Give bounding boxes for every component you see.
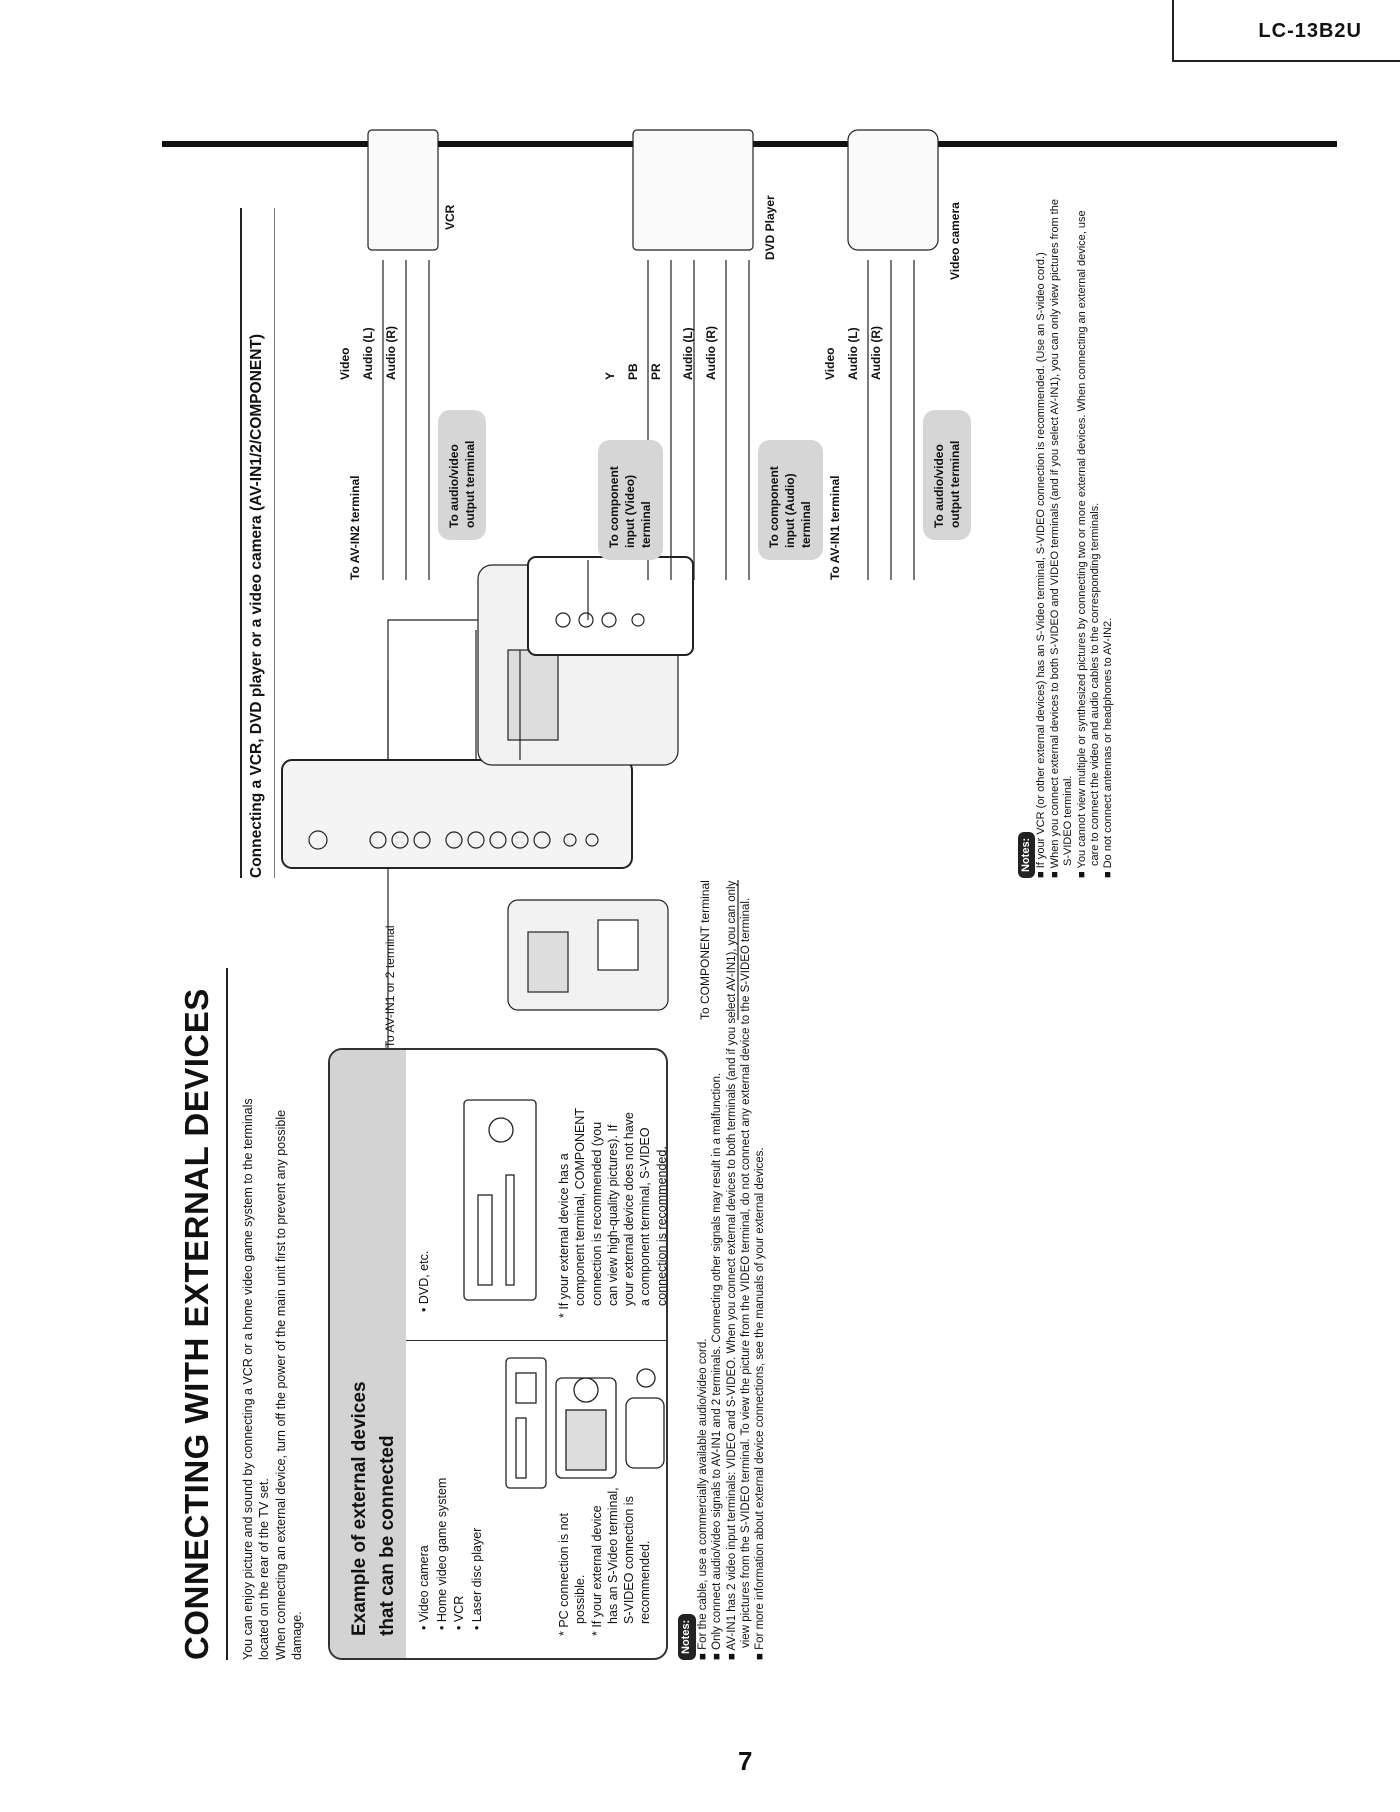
connection-diagram-right	[281, 129, 939, 869]
tv-connection-diagram-left	[387, 619, 739, 1048]
vcr-cables	[382, 260, 430, 580]
notes-badge: Notes:	[1018, 831, 1036, 878]
signal-label: PR	[649, 363, 663, 380]
rear-panel	[281, 759, 633, 869]
note-text: Do not connect antennas or headphones to…	[1102, 617, 1115, 869]
vcr-label: VCR	[443, 204, 457, 230]
note-item: ■ If your VCR (or other external devices…	[1035, 252, 1048, 878]
side-panel	[527, 556, 694, 656]
example-group-2: • DVD, etc. * If your external device ha…	[406, 1048, 668, 1340]
game-console-illustration	[625, 1368, 665, 1469]
signal-label: Video	[823, 347, 837, 380]
to-av-in1-caption: To AV-IN1 terminal	[828, 475, 842, 580]
to-av-in2-caption: To AV-IN2 terminal	[348, 475, 362, 580]
note-item: ■ Do not connect antennas or headphones …	[1102, 617, 1115, 878]
vcr-device	[367, 129, 439, 251]
tv-stand	[597, 919, 639, 971]
camera-cables	[867, 260, 915, 580]
signal-label: Audio (L)	[846, 327, 860, 380]
tv-back-panel	[507, 649, 559, 741]
note-text: You cannot view multiple or synthesized …	[1075, 210, 1102, 869]
note-item: ■ When you connect external devices to b…	[1048, 199, 1075, 878]
bubble-line: output terminal	[948, 440, 963, 528]
dvd-device	[632, 129, 754, 251]
component-video-bubble: To component input (Video) terminal	[598, 440, 663, 560]
device-illustrations-2	[463, 1099, 537, 1301]
signal-label: Y	[603, 371, 617, 380]
bubble-line: input (Audio)	[783, 473, 798, 548]
model-box: LC-13B2U	[1172, 0, 1400, 62]
signal-label: Audio (R)	[384, 326, 398, 380]
rotated-page-content: CONNECTING WITH EXTERNAL DEVICES You can…	[178, 129, 1208, 1660]
example-group-1: • Video camera • Home video game system …	[406, 1340, 668, 1658]
video-camera-label: Video camera	[948, 202, 962, 280]
bubble-line: input (Video)	[623, 474, 638, 548]
tv-panel	[527, 931, 569, 993]
bubble-line: terminal	[639, 501, 654, 548]
video-camera-illustration	[555, 1377, 617, 1479]
camera-output-bubble: To audio/video output terminal	[923, 410, 972, 540]
bubble-line: To audio/video	[932, 444, 946, 528]
vcr-output-bubble: To audio/video output terminal	[438, 410, 487, 540]
signal-label: Audio (L)	[681, 327, 695, 380]
note-text: When you connect external devices to bot…	[1048, 199, 1075, 869]
bubble-line: To component	[607, 466, 621, 548]
signal-label: Audio (R)	[704, 326, 718, 380]
bubble-line: To component	[767, 466, 781, 548]
vcr-illustration	[505, 1357, 547, 1489]
model-number: LC-13B2U	[1258, 20, 1362, 42]
dvd-player-illustration	[463, 1099, 537, 1301]
signal-label: Video	[338, 347, 352, 380]
signal-label: PB	[626, 363, 640, 380]
dvd-player-label: DVD Player	[763, 195, 777, 260]
bubble-line: To audio/video	[447, 444, 461, 528]
panel-jacks	[308, 830, 599, 850]
signal-label: Audio (L)	[361, 327, 375, 380]
camera-device	[847, 129, 939, 251]
page-number: 7	[738, 1746, 753, 1776]
device-illustrations-1	[505, 1357, 665, 1489]
component-audio-bubble: To component input (Audio) terminal	[758, 440, 823, 560]
bubble-line: output terminal	[463, 440, 478, 528]
dvd-cables	[647, 260, 750, 580]
signal-label: Audio (R)	[869, 326, 883, 380]
example-devices-box: Example of external devices that can be …	[328, 1048, 668, 1660]
bubble-line: terminal	[799, 501, 814, 548]
note-item: ■ You cannot view multiple or synthesize…	[1075, 210, 1102, 878]
notes-right: Notes: ■ If your VCR (or other external …	[1018, 198, 1116, 878]
note-text: If your VCR (or other external devices) …	[1035, 252, 1048, 869]
